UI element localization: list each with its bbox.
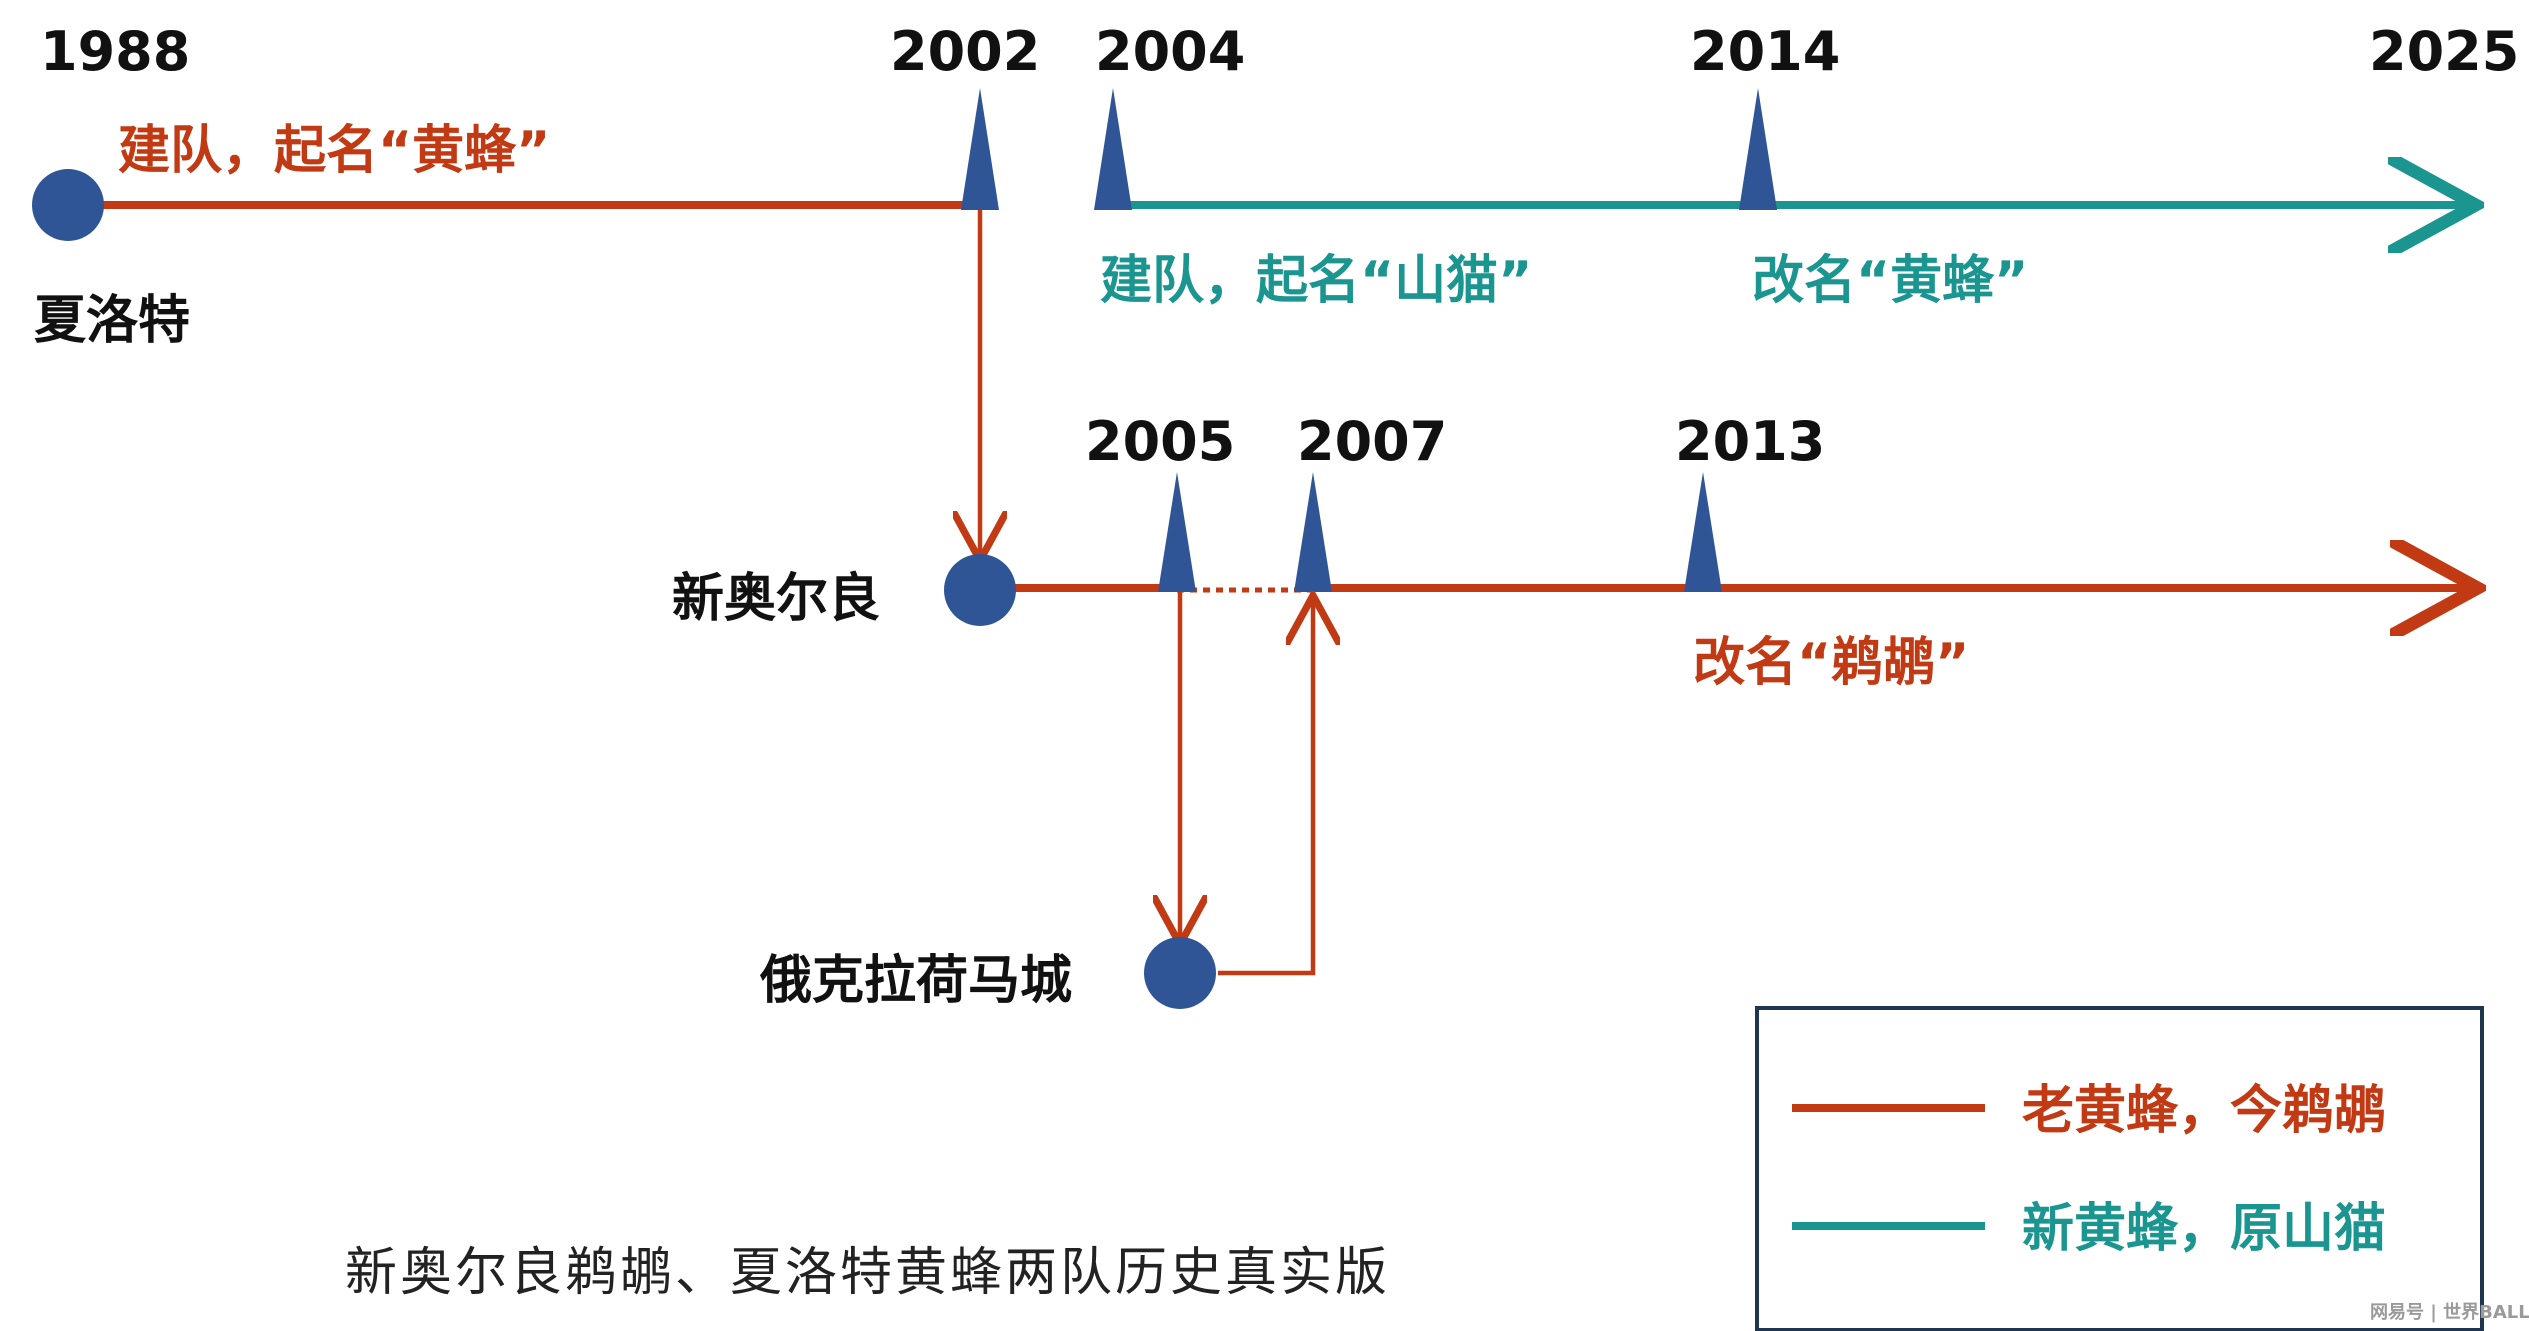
year-2007-label: 2007 <box>1297 410 1447 473</box>
new-orleans-dot <box>944 554 1016 626</box>
year-2004-label: 2004 <box>1095 20 1245 83</box>
oklahoma-city-dot <box>1144 937 1216 1009</box>
year-2025-label: 2025 <box>2369 20 2519 83</box>
marker-2014 <box>1739 88 1777 210</box>
marker-2005 <box>1158 472 1196 592</box>
year-1988-label: 1988 <box>40 20 190 83</box>
year-2002-label: 2002 <box>890 20 1040 83</box>
watermark: 网易号 | 世界BALL <box>2370 1302 2529 1323</box>
marker-2013 <box>1684 472 1722 592</box>
legend-label-old-hornets: 老黄蜂，今鹈鹕 <box>2022 1081 2386 1141</box>
city-new-orleans-label: 新奥尔良 <box>672 569 880 629</box>
year-2005-label: 2005 <box>1085 410 1235 473</box>
event-renamed-hornets: 改名“黄蜂” <box>1752 251 2028 311</box>
marker-2004 <box>1094 88 1132 210</box>
event-bobcats-founded: 建队，起名“山猫” <box>1100 251 1532 311</box>
year-2013-label: 2013 <box>1675 410 1825 473</box>
diagram-caption: 新奥尔良鹈鹕、夏洛特黄蜂两队历史真实版 <box>345 1243 1390 1303</box>
marker-2007 <box>1294 472 1332 592</box>
marker-2002 <box>961 88 999 210</box>
legend: 老黄蜂，今鹈鹕 新黄蜂，原山猫 <box>1755 1006 2484 1331</box>
year-2014-label: 2014 <box>1690 20 1840 83</box>
event-charlotte-founded: 建队，起名“黄蜂” <box>118 121 550 181</box>
city-charlotte-label: 夏洛特 <box>34 291 190 351</box>
city-oklahoma-city-label: 俄克拉荷马城 <box>759 951 1072 1011</box>
return-arrow-2007 <box>1218 600 1313 976</box>
legend-label-new-hornets: 新黄蜂，原山猫 <box>2022 1199 2386 1259</box>
legend-box <box>1755 1006 2484 1331</box>
event-renamed-pelicans: 改名“鹈鹕” <box>1693 633 1969 693</box>
charlotte-origin-dot <box>32 169 104 241</box>
